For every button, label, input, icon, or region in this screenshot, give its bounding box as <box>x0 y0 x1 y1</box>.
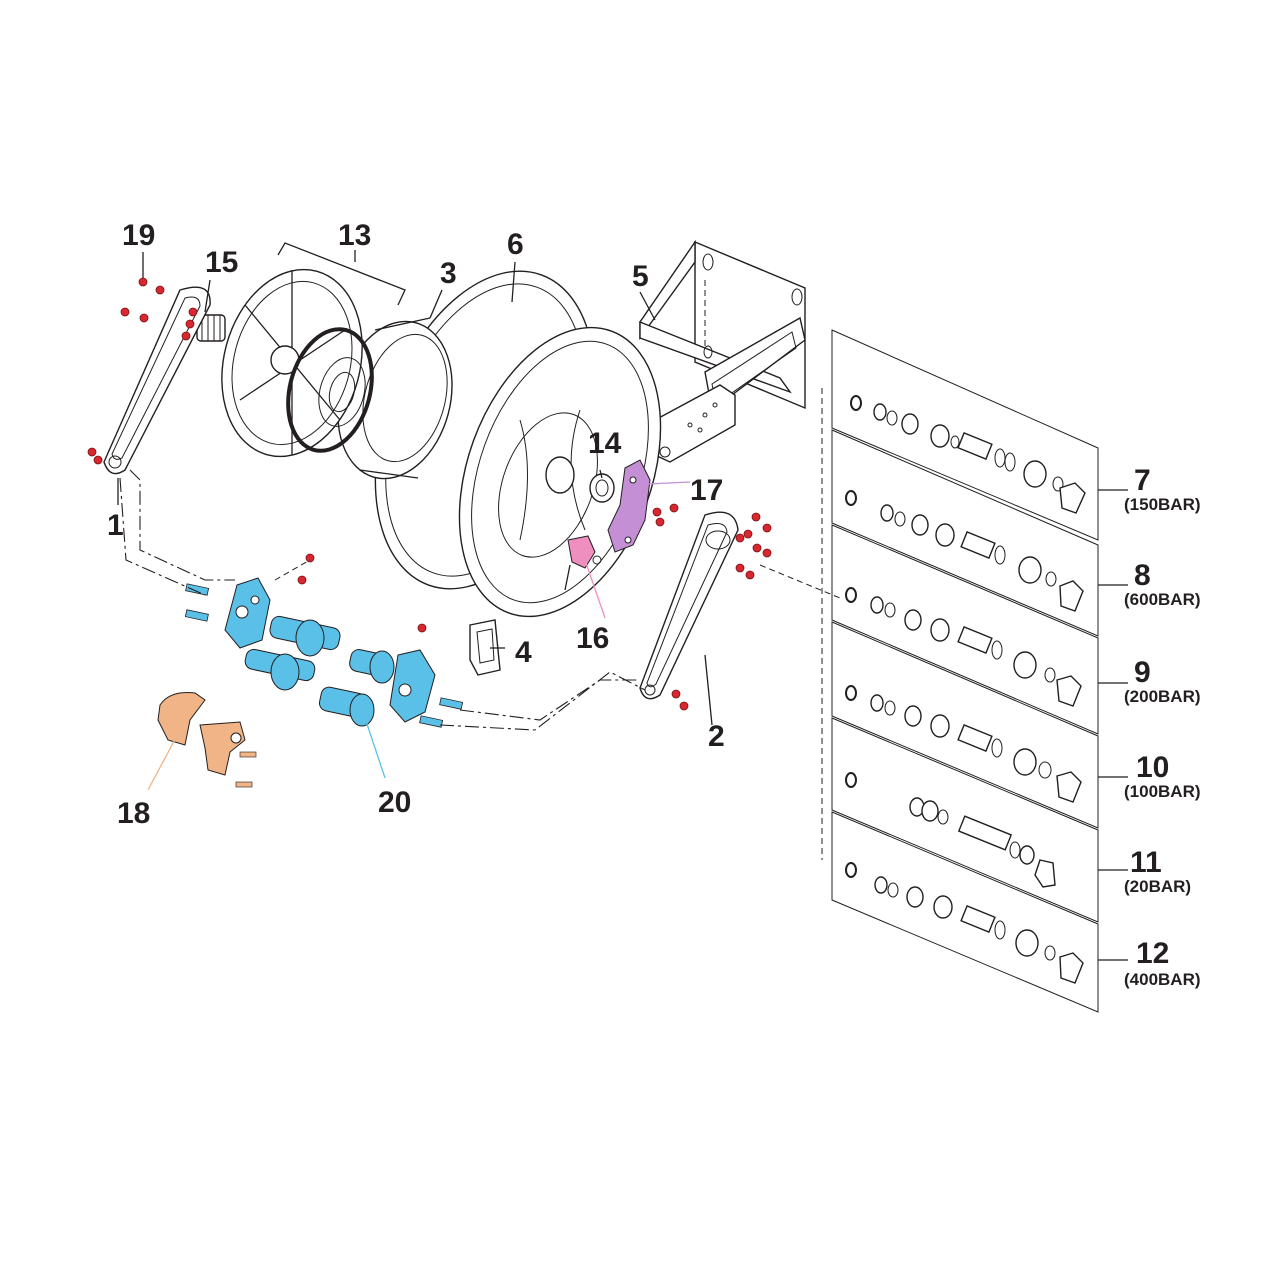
callout-4: 4 <box>515 636 532 669</box>
rating-11: (20BAR) <box>1124 877 1191 896</box>
callout-20: 20 <box>378 786 411 819</box>
callout-5: 5 <box>632 260 649 293</box>
callout-3: 3 <box>440 257 457 290</box>
callout-7: 7 <box>1134 464 1151 497</box>
callout-19: 19 <box>122 219 155 252</box>
guide-part-4 <box>469 619 501 676</box>
swivel-kit-row-8 <box>845 490 1084 612</box>
screws-part-19 <box>87 277 772 711</box>
callout-8: 8 <box>1134 559 1151 592</box>
callout-6: 6 <box>507 228 524 261</box>
leader-lines <box>117 242 713 791</box>
roller-guide-assembly-part-20 <box>184 577 464 728</box>
callout-11: 11 <box>1130 846 1162 879</box>
ratchet-pawl-part-16 <box>564 535 602 591</box>
swivel-kit-row-11 <box>845 772 1056 888</box>
rating-12: (400BAR) <box>1124 970 1201 989</box>
callout-16: 16 <box>576 622 609 655</box>
callout-10: 10 <box>1136 751 1169 784</box>
callout-9: 9 <box>1134 656 1151 689</box>
spring-cassette-part-13 <box>221 268 374 458</box>
callout-labels: 19 15 13 3 6 5 14 17 1 16 4 2 20 18 7 (1… <box>107 219 1201 989</box>
hub-part-15 <box>196 314 226 342</box>
rating-7: (150BAR) <box>1124 495 1201 514</box>
mounting-clamp-part-18 <box>157 692 257 788</box>
callout-13: 13 <box>338 219 371 252</box>
swivel-kit-row-12 <box>845 862 1084 984</box>
latch-plate-part-17 <box>607 459 651 553</box>
swivel-kit-row-10 <box>845 685 1082 803</box>
swivel-kit-row-9 <box>845 587 1082 707</box>
callout-18: 18 <box>117 797 150 830</box>
callout-1: 1 <box>107 509 124 542</box>
swivel-kit-row-7 <box>850 395 1086 514</box>
rating-8: (600BAR) <box>1124 590 1201 609</box>
callout-17: 17 <box>690 474 723 507</box>
callout-2: 2 <box>708 720 725 753</box>
callout-15: 15 <box>205 246 238 279</box>
bushing-part-14 <box>589 473 615 503</box>
wall-bracket-part-5 <box>639 239 806 463</box>
swivel-kit-panels <box>821 329 1128 1013</box>
assembly-center-lines <box>119 469 841 731</box>
rating-9: (200BAR) <box>1124 687 1201 706</box>
rating-10: (100BAR) <box>1124 782 1201 801</box>
callout-14: 14 <box>588 427 622 460</box>
callout-12: 12 <box>1136 937 1169 970</box>
right-arm-part-2 <box>639 511 739 700</box>
